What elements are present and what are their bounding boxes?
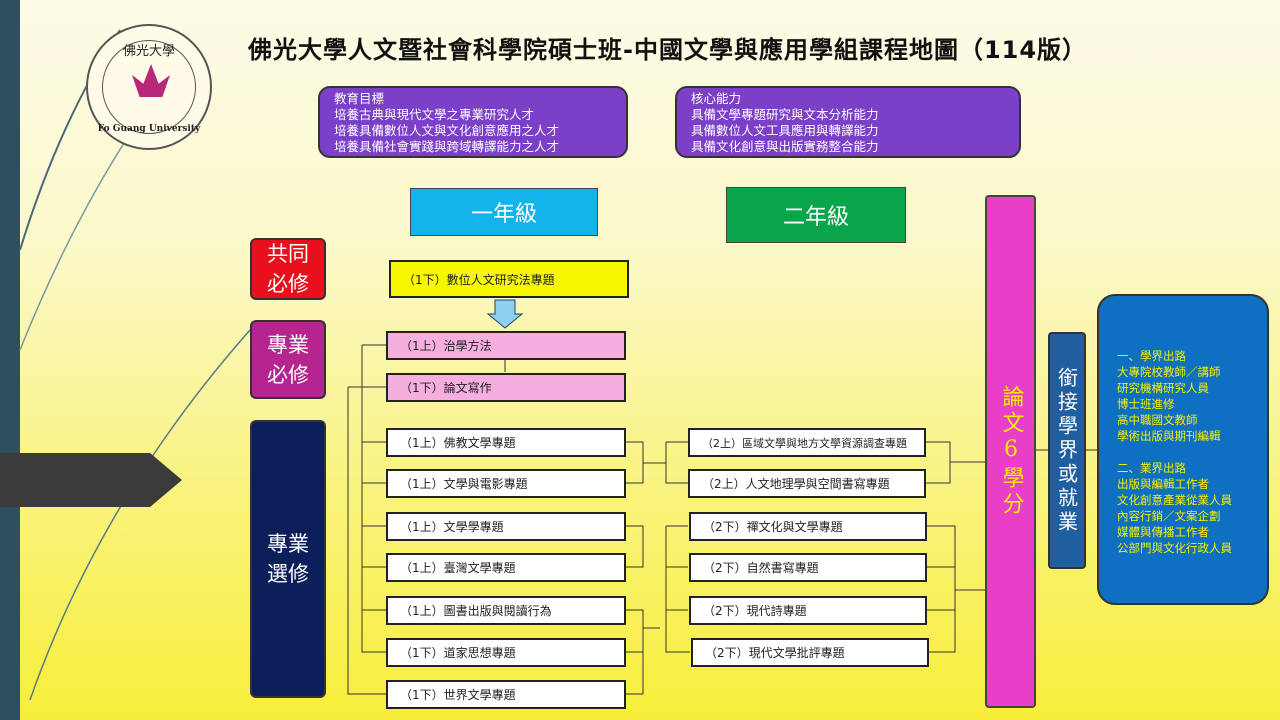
goal-item: 培養古典與現代文學之專業研究人才 — [334, 107, 535, 122]
year2-elective-box: （2下）現代詩專題 — [689, 596, 927, 625]
goal-item: 培養具備社會實踐與跨域轉譯能力之人才 — [334, 139, 560, 154]
career-item: 研究機構研究人員 — [1117, 381, 1209, 395]
career-item: 文化創意產業從業人員 — [1117, 493, 1232, 507]
career-item: 高中職國文教師 — [1117, 413, 1198, 427]
education-goals-box: 教育目標 培養古典與現代文學之專業研究人才 培養具備數位人文與文化創意應用之人才… — [318, 86, 628, 158]
category-core-required: 專業必修 — [250, 320, 326, 399]
thesis-credits-bar: 論文6學分 — [985, 195, 1036, 708]
year1-elective-box: （1下）世界文學專題 — [386, 680, 626, 709]
competency-item: 具備文學專題研究與文本分析能力 — [691, 107, 879, 122]
career-item: 學術出版與期刊編輯 — [1117, 429, 1221, 443]
year2-elective-box: （2下）現代文學批評專題 — [691, 638, 929, 667]
thesis-label: 論文6學分 — [998, 385, 1024, 518]
competencies-heading: 核心能力 — [691, 91, 742, 106]
career-item: 媒體與傳播工作者 — [1117, 525, 1209, 539]
down-arrow-icon — [486, 299, 524, 329]
career-heading: 二、業界出路 — [1117, 461, 1186, 475]
year1-elective-box: （1上）佛教文學專題 — [386, 428, 626, 457]
career-paths-box: 一、學界出路 大專院校教師／講師 研究機構研究人員 博士班進修 高中職國文教師 … — [1097, 294, 1269, 605]
career-item: 內容行銷／文案企劃 — [1117, 509, 1221, 523]
left-decor-strip — [0, 0, 20, 720]
year1-header: 一年級 — [410, 188, 598, 236]
year1-elective-box: （1上）文學與電影專題 — [386, 469, 626, 498]
category-elective: 專業選修 — [250, 420, 326, 698]
year2-elective-box: （2下）禪文化與文學專題 — [689, 512, 927, 541]
year2-header: 二年級 — [726, 187, 906, 243]
year1-elective-box: （1上）臺灣文學專題 — [386, 553, 626, 582]
bridge-label: 銜接學界或就業 — [1054, 366, 1079, 535]
core-course-box: （1下）論文寫作 — [386, 373, 626, 402]
career-item: 出版與編輯工作者 — [1117, 477, 1209, 491]
year1-elective-box: （1上）文學學專題 — [386, 512, 626, 541]
career-item: 大專院校教師／講師 — [1117, 365, 1221, 379]
year2-elective-box: （2上）人文地理學與空間書寫專題 — [688, 469, 926, 498]
university-logo: 佛光大學 Fo Guang University — [86, 24, 212, 150]
logo-text-en: Fo Guang University — [97, 124, 201, 134]
core-course-box: （1上）治學方法 — [386, 331, 626, 360]
bridge-bar: 銜接學界或就業 — [1048, 332, 1086, 569]
career-item: 公部門與文化行政人員 — [1117, 541, 1232, 555]
year1-elective-box: （1下）道家思想專題 — [386, 638, 626, 667]
common-course-box: （1下）數位人文研究法專題 — [389, 260, 629, 298]
category-common-required: 共同必修 — [250, 238, 326, 300]
year2-elective-box: （2上）區域文學與地方文學資源調查專題 — [688, 428, 926, 457]
pointer-arrow-shape — [0, 453, 182, 507]
career-heading: 一、學界出路 — [1117, 349, 1186, 363]
career-item: 博士班進修 — [1117, 397, 1175, 411]
year1-elective-box: （1上）圖書出版與閱讀行為 — [386, 596, 626, 625]
competency-item: 具備數位人文工具應用與轉譯能力 — [691, 123, 879, 138]
page-title: 佛光大學人文暨社會科學院碩士班-中國文學與應用學組課程地圖（114版） — [248, 36, 1088, 64]
goals-heading: 教育目標 — [334, 91, 385, 106]
logo-text-cn: 佛光大學 — [122, 44, 175, 59]
goal-item: 培養具備數位人文與文化創意應用之人才 — [334, 123, 560, 138]
core-competencies-box: 核心能力 具備文學專題研究與文本分析能力 具備數位人文工具應用與轉譯能力 具備文… — [675, 86, 1021, 158]
competency-item: 具備文化創意與出版實務整合能力 — [691, 139, 879, 154]
year2-elective-box: （2下）自然書寫專題 — [689, 553, 927, 582]
